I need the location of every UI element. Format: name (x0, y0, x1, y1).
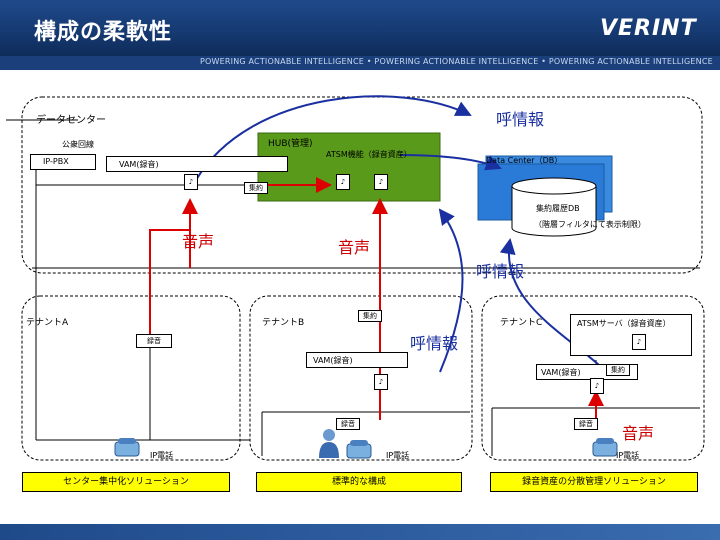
tenant-b-label: テナントB (262, 318, 305, 328)
call-info-mid: 呼情報 (476, 262, 525, 281)
vam-label: VAM(録音) (119, 160, 159, 169)
tenant-c-aggregate: 集約 (606, 364, 630, 376)
tagline: POWERING ACTIONABLE INTELLIGENCE • POWER… (200, 57, 713, 66)
tenant-b-vam: VAM(録音) (306, 352, 408, 368)
tenant-b-region (249, 295, 473, 461)
tenant-a-phone-label: IP電話 (150, 451, 174, 460)
tenant-c-record: 録音 (574, 418, 598, 430)
tenant-c-region (481, 295, 705, 461)
call-info-lower: 呼情報 (410, 334, 459, 353)
tenant-a-label: テナントA (26, 318, 69, 328)
voice-left: 音声 (182, 232, 215, 251)
doc-icon: ♪ (590, 378, 604, 394)
doc-icon: ♪ (374, 374, 388, 390)
phone-icon (344, 438, 374, 460)
tenant-b-vam-label: VAM(録音) (313, 356, 353, 365)
ipbx-label: IP-PBX (43, 157, 69, 166)
tenant-c-atsm-label: ATSMサーバ（録音資産） (577, 319, 671, 328)
tenant-a-solution: センター集中化ソリューション (22, 472, 230, 492)
call-info-top: 呼情報 (496, 110, 545, 129)
tagline-bar (0, 56, 720, 70)
db-center-label: Data Center（DB） (486, 156, 563, 165)
doc-icon: ♪ (374, 174, 388, 190)
tenant-b-phone-label: IP電話 (386, 451, 410, 460)
doc-icon: ♪ (632, 334, 646, 350)
ipbx-box: IP-PBX (30, 154, 96, 170)
pstn-label: 公衆回線 (62, 140, 94, 149)
header-bar (0, 0, 720, 56)
datacenter-label: データセンター (36, 115, 106, 126)
phone-icon (112, 436, 142, 458)
tenant-c-phone-label: IP電話 (616, 451, 640, 460)
phone-icon (590, 436, 620, 458)
vam-box: VAM(録音) (106, 156, 288, 172)
tenant-c-atsm-box: ATSMサーバ（録音資産） (570, 314, 692, 356)
person-icon (318, 428, 340, 458)
tenant-b-solution: 標準的な構成 (256, 472, 462, 492)
db-note: （階層フィルタにて表示制限） (534, 220, 646, 229)
doc-icon: ♪ (336, 174, 350, 190)
tenant-a-record: 録音 (136, 334, 172, 348)
slide-title: 構成の柔軟性 (34, 20, 173, 45)
tenant-c-vam-label: VAM(録音) (541, 368, 581, 377)
voice-center: 音声 (338, 238, 371, 257)
verint-logo: VERINT (600, 16, 697, 41)
tenant-c-label: テナントC (500, 318, 543, 328)
footer-bar (0, 524, 720, 540)
atsm-label: ATSM機能（録音資産） (326, 150, 412, 159)
doc-icon: ♪ (184, 174, 198, 190)
hub-label: HUB(管理) (268, 139, 313, 149)
tenant-c-solution: 録音資産の分散管理ソリューション (490, 472, 698, 492)
database-icon (511, 177, 597, 237)
tenant-b-aggregate: 集約 (358, 310, 382, 322)
dc-aggregate-box: 集約 (244, 182, 268, 194)
db-label: 集約履歴DB (536, 204, 580, 213)
tenant-a-region (21, 295, 241, 461)
voice-right: 音声 (622, 424, 655, 443)
tenant-b-record: 録音 (336, 418, 360, 430)
